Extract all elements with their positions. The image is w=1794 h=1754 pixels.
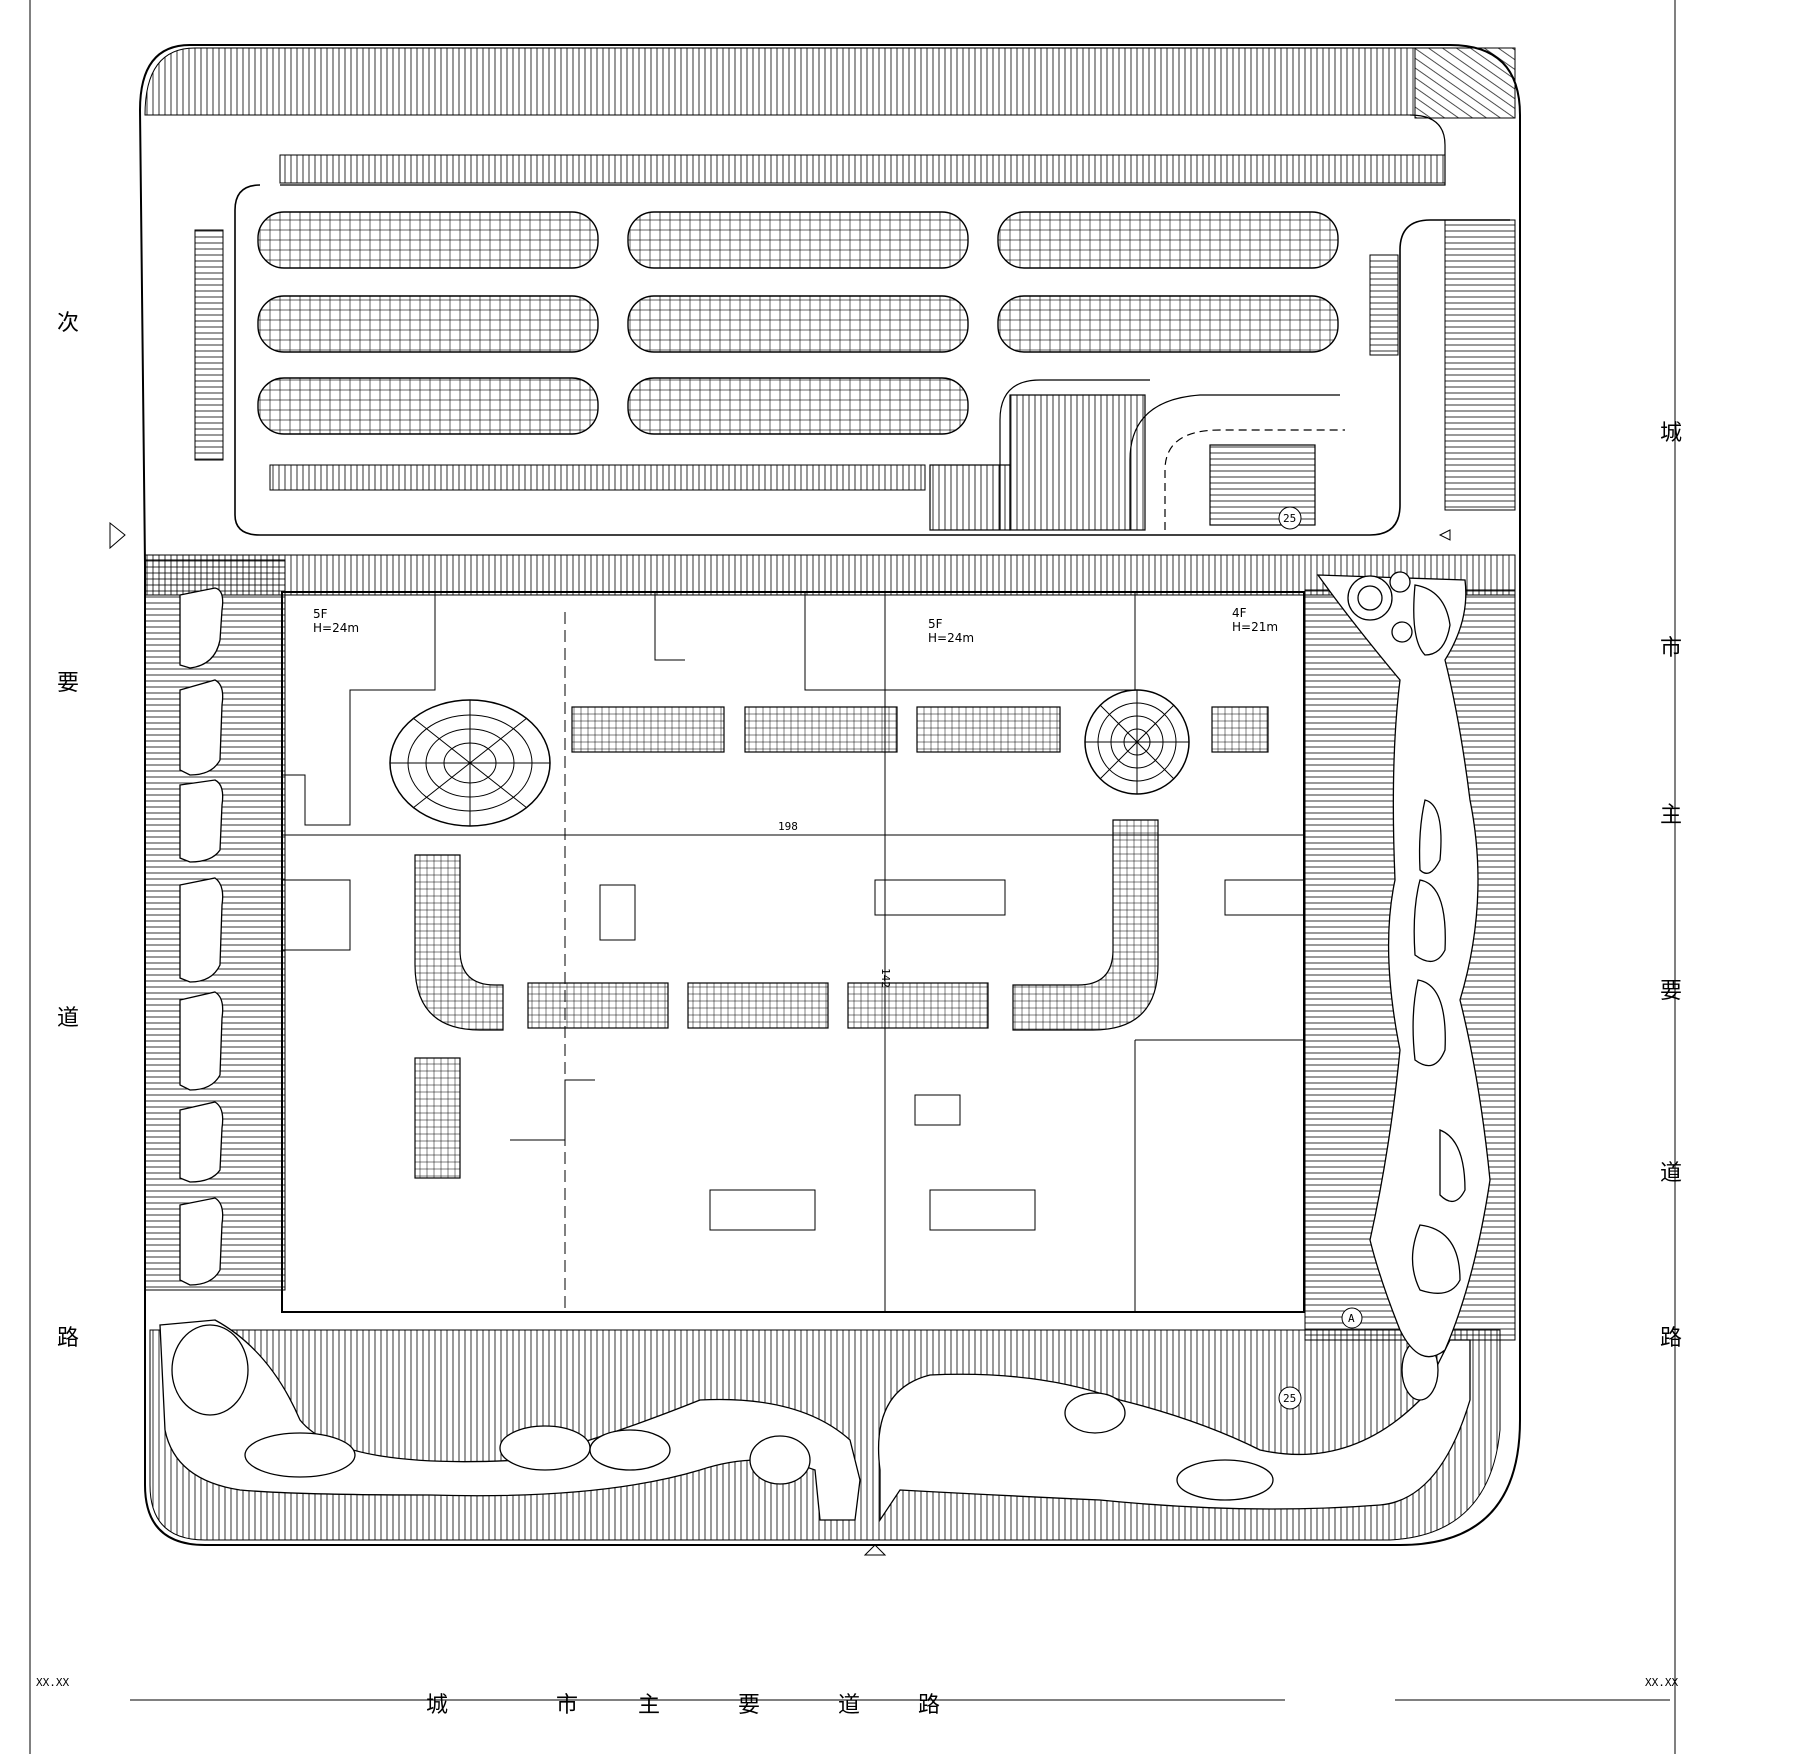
right-road-char-2: 市 <box>1660 636 1682 661</box>
east-stall-strip <box>1369 254 1399 356</box>
dimension-depth: 142 <box>879 968 892 988</box>
drawing-frame <box>29 0 1676 1754</box>
entrance-markers <box>109 521 1451 1556</box>
north-paving <box>144 47 1416 116</box>
west-planters <box>179 587 224 1286</box>
marker-east-a: A <box>1348 1312 1355 1325</box>
east-landscape <box>1316 571 1491 1358</box>
circle-markers <box>1278 506 1363 1410</box>
bottom-road-char-6: 路 <box>918 1693 940 1718</box>
building-2-floors: 5F <box>928 617 943 631</box>
northeast-paving <box>1414 47 1516 119</box>
bottom-road-char-1: 城 <box>426 1693 448 1718</box>
right-road-char-5: 道 <box>1660 1161 1682 1186</box>
corner-mark-right: XX.XX <box>1645 1676 1678 1689</box>
building-2-height: H=24m <box>928 631 974 645</box>
building-1-height: H=24m <box>313 621 359 635</box>
roof-domes <box>389 689 1190 827</box>
marker-ramp-bottom: 25 <box>1283 1392 1296 1405</box>
south-landscape <box>159 1319 1471 1523</box>
right-road-char-6: 路 <box>1660 1326 1682 1351</box>
bottom-road-char-5: 道 <box>838 1693 860 1718</box>
parking-lot-drive-outer <box>280 114 1446 186</box>
building-1-floors: 5F <box>313 607 328 621</box>
ramp-area <box>929 379 1345 531</box>
corner-mark-left: XX.XX <box>36 1676 69 1689</box>
building-3-floors: 4F <box>1232 606 1247 620</box>
right-road-char-1: 城 <box>1660 421 1682 446</box>
bottom-road-char-4: 要 <box>738 1693 760 1718</box>
parking-islands <box>257 211 1339 435</box>
north-stall-strip <box>279 154 1446 184</box>
east-parking-strip <box>1444 219 1516 511</box>
right-road-char-4: 要 <box>1660 979 1682 1004</box>
building-3-height: H=21m <box>1232 620 1278 634</box>
roof-skylights <box>414 706 1269 1179</box>
right-road-char-3: 主 <box>1660 803 1682 828</box>
bottom-road-char-3: 主 <box>638 1693 660 1718</box>
bottom-road-char-2: 市 <box>556 1693 578 1718</box>
south-stall-strip <box>269 464 926 491</box>
left-road-char-3: 道 <box>57 1006 79 1031</box>
dimension-width: 198 <box>778 820 798 833</box>
parking-lot-drive <box>234 184 1510 536</box>
left-road-char-2: 要 <box>57 671 79 696</box>
text-layer: 25 25 A 5F H=24m 5F H=24m 4F H=21m 198 1… <box>36 311 1682 1718</box>
left-road-char-1: 次 <box>57 311 79 336</box>
marker-ramp-top: 25 <box>1283 512 1296 525</box>
dimension-lines <box>282 592 1304 1312</box>
west-stall-strip <box>194 229 224 461</box>
building-north-paving <box>144 554 1516 596</box>
left-road-char-4: 路 <box>57 1326 79 1351</box>
